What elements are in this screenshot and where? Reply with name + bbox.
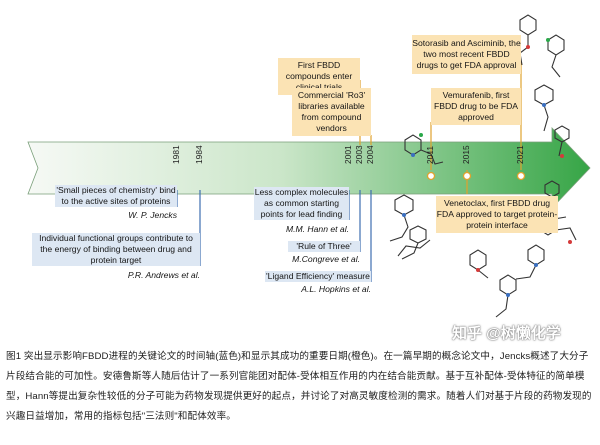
andrews-box: Individual functional groups contribute …	[32, 233, 200, 266]
jencks-author: W. P. Jencks	[128, 210, 177, 220]
hopkins-author: A.L. Hopkins et al.	[301, 284, 371, 294]
hann-box: Less complex molecules as common startin…	[254, 187, 349, 220]
year-label: 2004	[365, 145, 375, 164]
ligand-efficiency-box: 'Ligand Efficiency' measure	[265, 271, 371, 282]
year-label: 1984	[194, 145, 204, 164]
year-label: 2011	[425, 145, 435, 164]
year-label: 1981	[171, 145, 181, 164]
heteroatoms-halogen	[419, 38, 550, 137]
figure-caption: 图1 突出显示影响FBDD进程的关键论文的时间轴(蓝色)和显示其成功的重要日期(…	[6, 351, 592, 422]
year-label: 2015	[461, 145, 471, 164]
jencks-box: 'Small pieces of chemistry' bind to the …	[55, 185, 177, 207]
congreve-author: M.Congreve et al.	[292, 254, 360, 264]
andrews-author: P.R. Andrews et al.	[127, 270, 200, 280]
ro3-libraries-box: Commercial 'Ro3' libraries available fro…	[292, 88, 371, 136]
watermark: 知乎 @树懒化学	[452, 325, 561, 342]
fbdd-timeline-figure: 1981 1984 2001 2003 2004 2011 2015 2021 …	[27, 14, 591, 318]
milestone-dots	[426, 171, 526, 181]
vemurafenib-box: Vemurafenib, first FBDD drug to be FDA a…	[431, 88, 521, 125]
year-label: 2001	[343, 145, 353, 164]
hann-author: M.M. Hann et al.	[285, 224, 349, 234]
year-label: 2021	[515, 145, 525, 164]
venetoclax-box: Venetoclax, first FBDD drug FDA approved…	[436, 196, 558, 233]
heteroatoms-n	[402, 103, 546, 297]
heteroatoms-o	[476, 45, 572, 272]
blue-leader-lines	[176, 190, 372, 282]
sotorasib-asciminib-box: Sotorasib and Asciminib, the two most re…	[412, 35, 521, 74]
rule-of-three-box: 'Rule of Three'	[288, 241, 360, 252]
year-label: 2003	[354, 145, 364, 164]
